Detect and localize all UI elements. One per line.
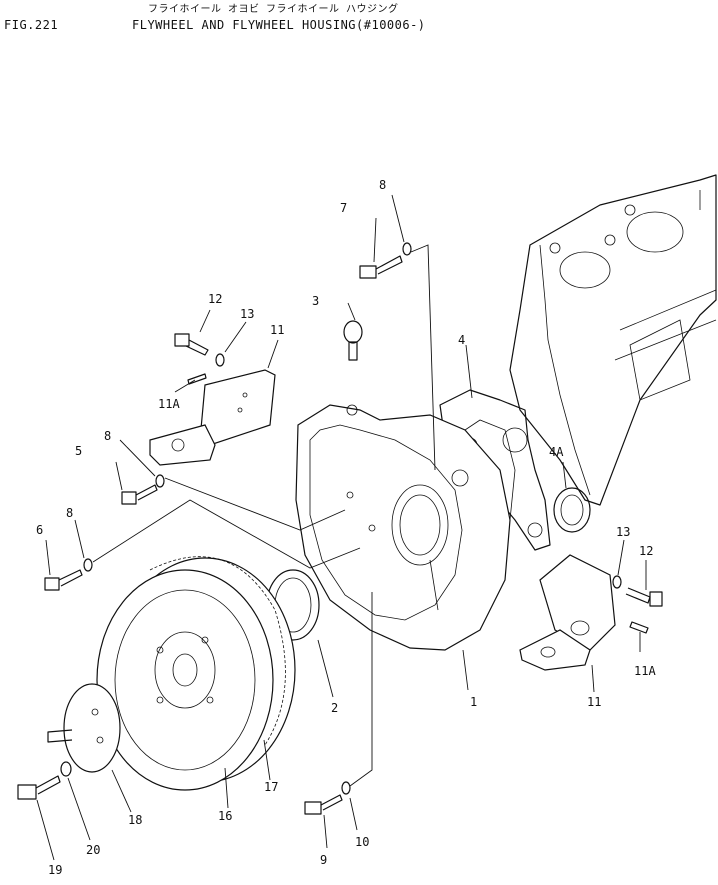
callout-17: 17 [264,780,278,794]
callout-8-top: 8 [379,178,386,192]
bracket-11-left [149,369,276,466]
flywheel-housing-1 [295,404,516,651]
callout-6: 6 [36,523,43,537]
plate-18 [47,683,121,773]
callout-18: 18 [128,813,142,827]
callout-12-right: 12 [639,544,653,558]
washer-13-left [215,353,225,367]
callout-16: 16 [218,809,232,823]
callout-5: 5 [75,444,82,458]
bolt-12-right [625,587,663,607]
bracket-11-right [519,554,616,671]
pin-11a-right [629,621,649,634]
eye-bolt-3 [343,320,363,361]
washer-13-right [612,575,622,589]
callout-12-left: 12 [208,292,222,306]
figure-title: FLYWHEEL AND FLYWHEEL HOUSING(#10006-) [132,18,426,32]
washer-8-low [83,558,93,572]
leader-lines [36,194,647,861]
seal-4a [553,487,591,533]
callout-11-right: 11 [587,695,601,709]
washer-20 [60,761,72,777]
bolt-9 [304,794,343,815]
flywheel-16 [96,557,296,791]
bolt-6 [44,569,83,591]
callout-11-left: 11 [270,323,284,337]
bolt-7 [359,255,403,279]
pin-11a-left [187,373,207,385]
callout-7: 7 [340,201,347,215]
engine-block-drawing [509,174,717,506]
bolt-12-left [174,333,209,356]
callout-11a-right: 11A [634,664,656,678]
callout-19: 19 [48,863,62,877]
callout-13-right: 13 [616,525,630,539]
callout-4: 4 [458,333,465,347]
callout-labels: 1 2 3 4 4A 5 6 7 8 8 8 9 10 11 11 11A 11… [36,178,656,877]
washer-8-top [402,242,412,256]
callout-8-low: 8 [66,506,73,520]
callout-9: 9 [320,853,327,867]
washer-10 [341,781,351,795]
washer-8-mid [155,474,165,488]
callout-10: 10 [355,835,369,849]
callout-13-left: 13 [240,307,254,321]
title-kana: フライホイール オヨビ フライホイール ハウジング [148,4,399,15]
figure-number: FIG.221 [4,18,59,32]
callout-3: 3 [312,294,319,308]
callout-11a-left: 11A [158,397,180,411]
callout-1: 1 [470,695,477,709]
callout-8-mid: 8 [104,429,111,443]
callout-20: 20 [86,843,100,857]
callout-4a: 4A [549,445,564,459]
bolt-5 [121,484,158,505]
bolt-19 [17,775,61,800]
ring-gear-17 [149,556,286,746]
callout-2: 2 [331,701,338,715]
